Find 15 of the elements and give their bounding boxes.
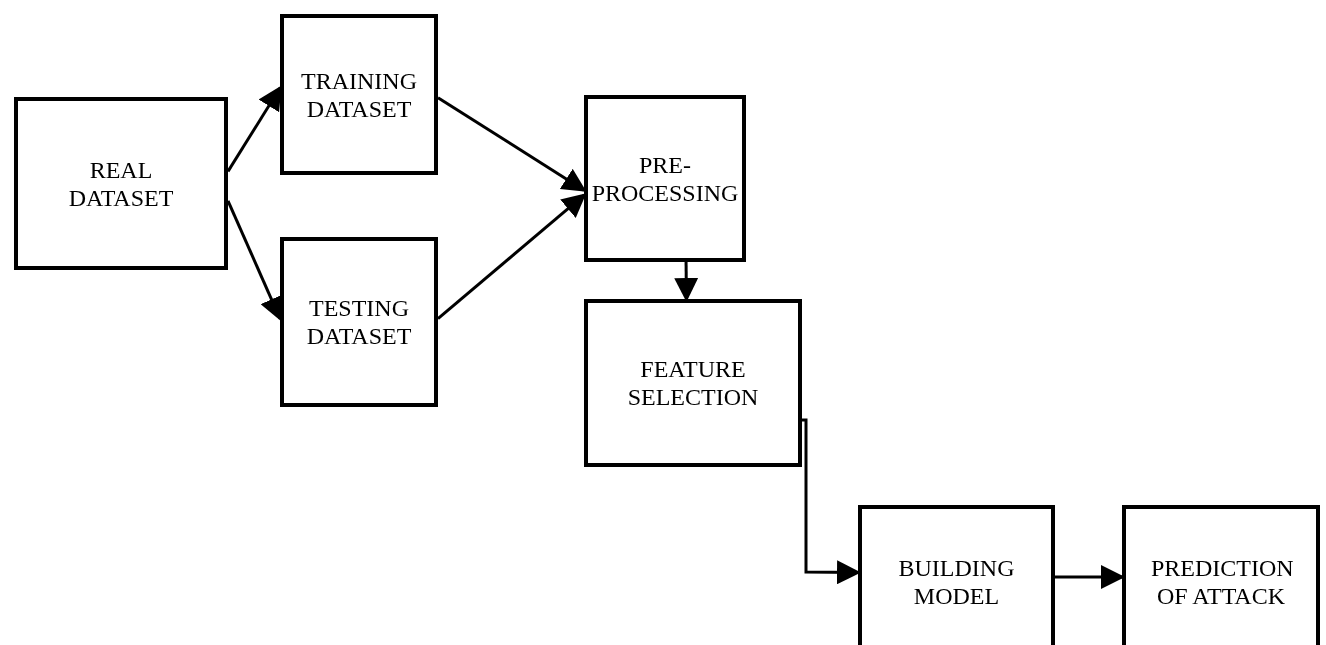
process-box bbox=[280, 14, 438, 175]
box-label: PRE-PROCESSING bbox=[590, 150, 740, 207]
box-label: TRAINING DATASET bbox=[300, 66, 418, 123]
process-box bbox=[280, 237, 438, 407]
process-box bbox=[14, 97, 228, 270]
box-label: TESTING DATASET bbox=[305, 294, 413, 350]
process-box bbox=[584, 95, 746, 262]
box-label: PREDICTION OF ATTACK bbox=[1151, 554, 1291, 610]
arrow bbox=[674, 262, 699, 302]
box-label: FEATURE SELECTION bbox=[626, 355, 760, 411]
process-box bbox=[584, 299, 802, 467]
process-box bbox=[858, 505, 1055, 645]
box-label: BUILDING MODEL bbox=[897, 554, 1016, 610]
box-label: REAL DATASET bbox=[67, 155, 175, 212]
process-box bbox=[1122, 505, 1320, 645]
